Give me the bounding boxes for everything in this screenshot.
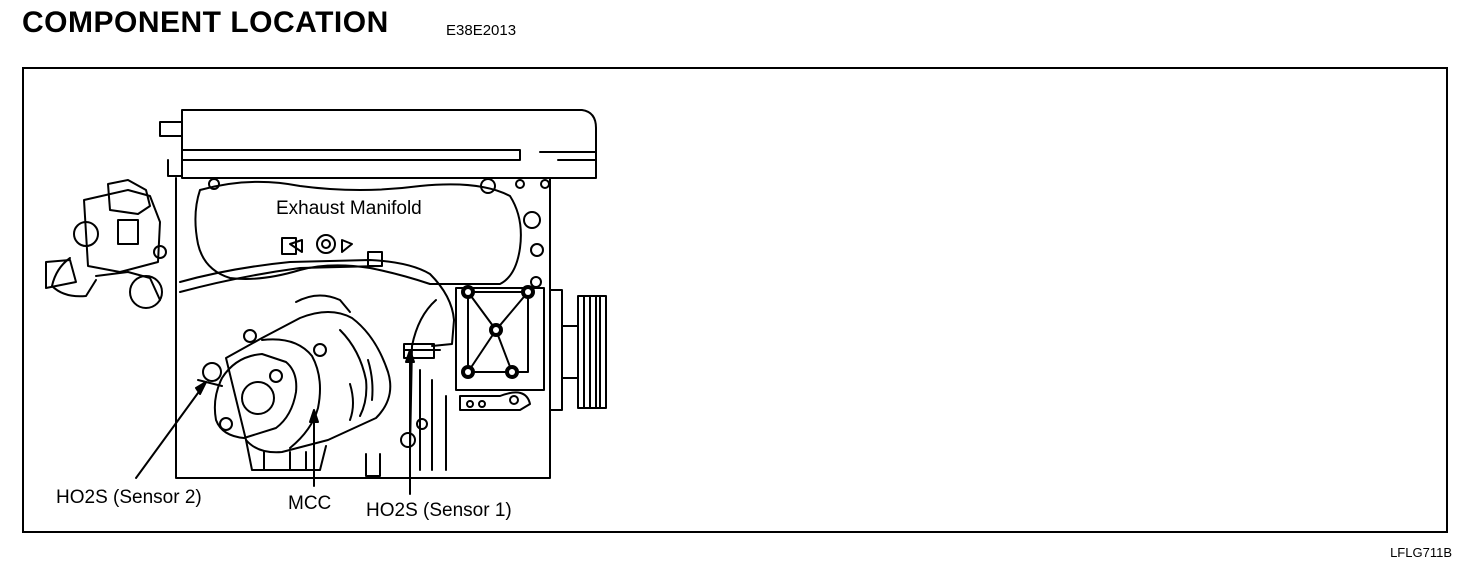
engine-block xyxy=(175,177,551,479)
label-exhaust-manifold: Exhaust Manifold xyxy=(276,198,422,219)
ho2s-sensor1-body xyxy=(403,343,435,359)
mcc-flange xyxy=(213,353,298,439)
engine-bracket xyxy=(455,287,545,391)
leader-mcc xyxy=(309,409,319,487)
throttle-body xyxy=(83,189,161,273)
crank-pulley xyxy=(577,295,607,409)
document-code: E38E2013 xyxy=(446,22,517,39)
cylinder-head-cover xyxy=(181,109,597,179)
figure-frame xyxy=(22,67,1448,533)
ho2s-sensor2-body xyxy=(202,362,222,382)
leader-ho2s-sensor2 xyxy=(135,381,207,479)
sensor-harness xyxy=(179,259,455,347)
label-mcc: MCC xyxy=(288,493,332,514)
label-ho2s-sensor2: HO2S (Sensor 2) xyxy=(56,487,202,508)
mcc-converter xyxy=(225,311,392,454)
figure-reference: LFLG711B xyxy=(1390,545,1452,560)
exhaust-manifold xyxy=(194,180,522,285)
leader-ho2s-sensor1 xyxy=(405,349,415,495)
page-title: COMPONENT LOCATION xyxy=(22,6,389,39)
label-ho2s-sensor1: HO2S (Sensor 1) xyxy=(366,500,512,521)
